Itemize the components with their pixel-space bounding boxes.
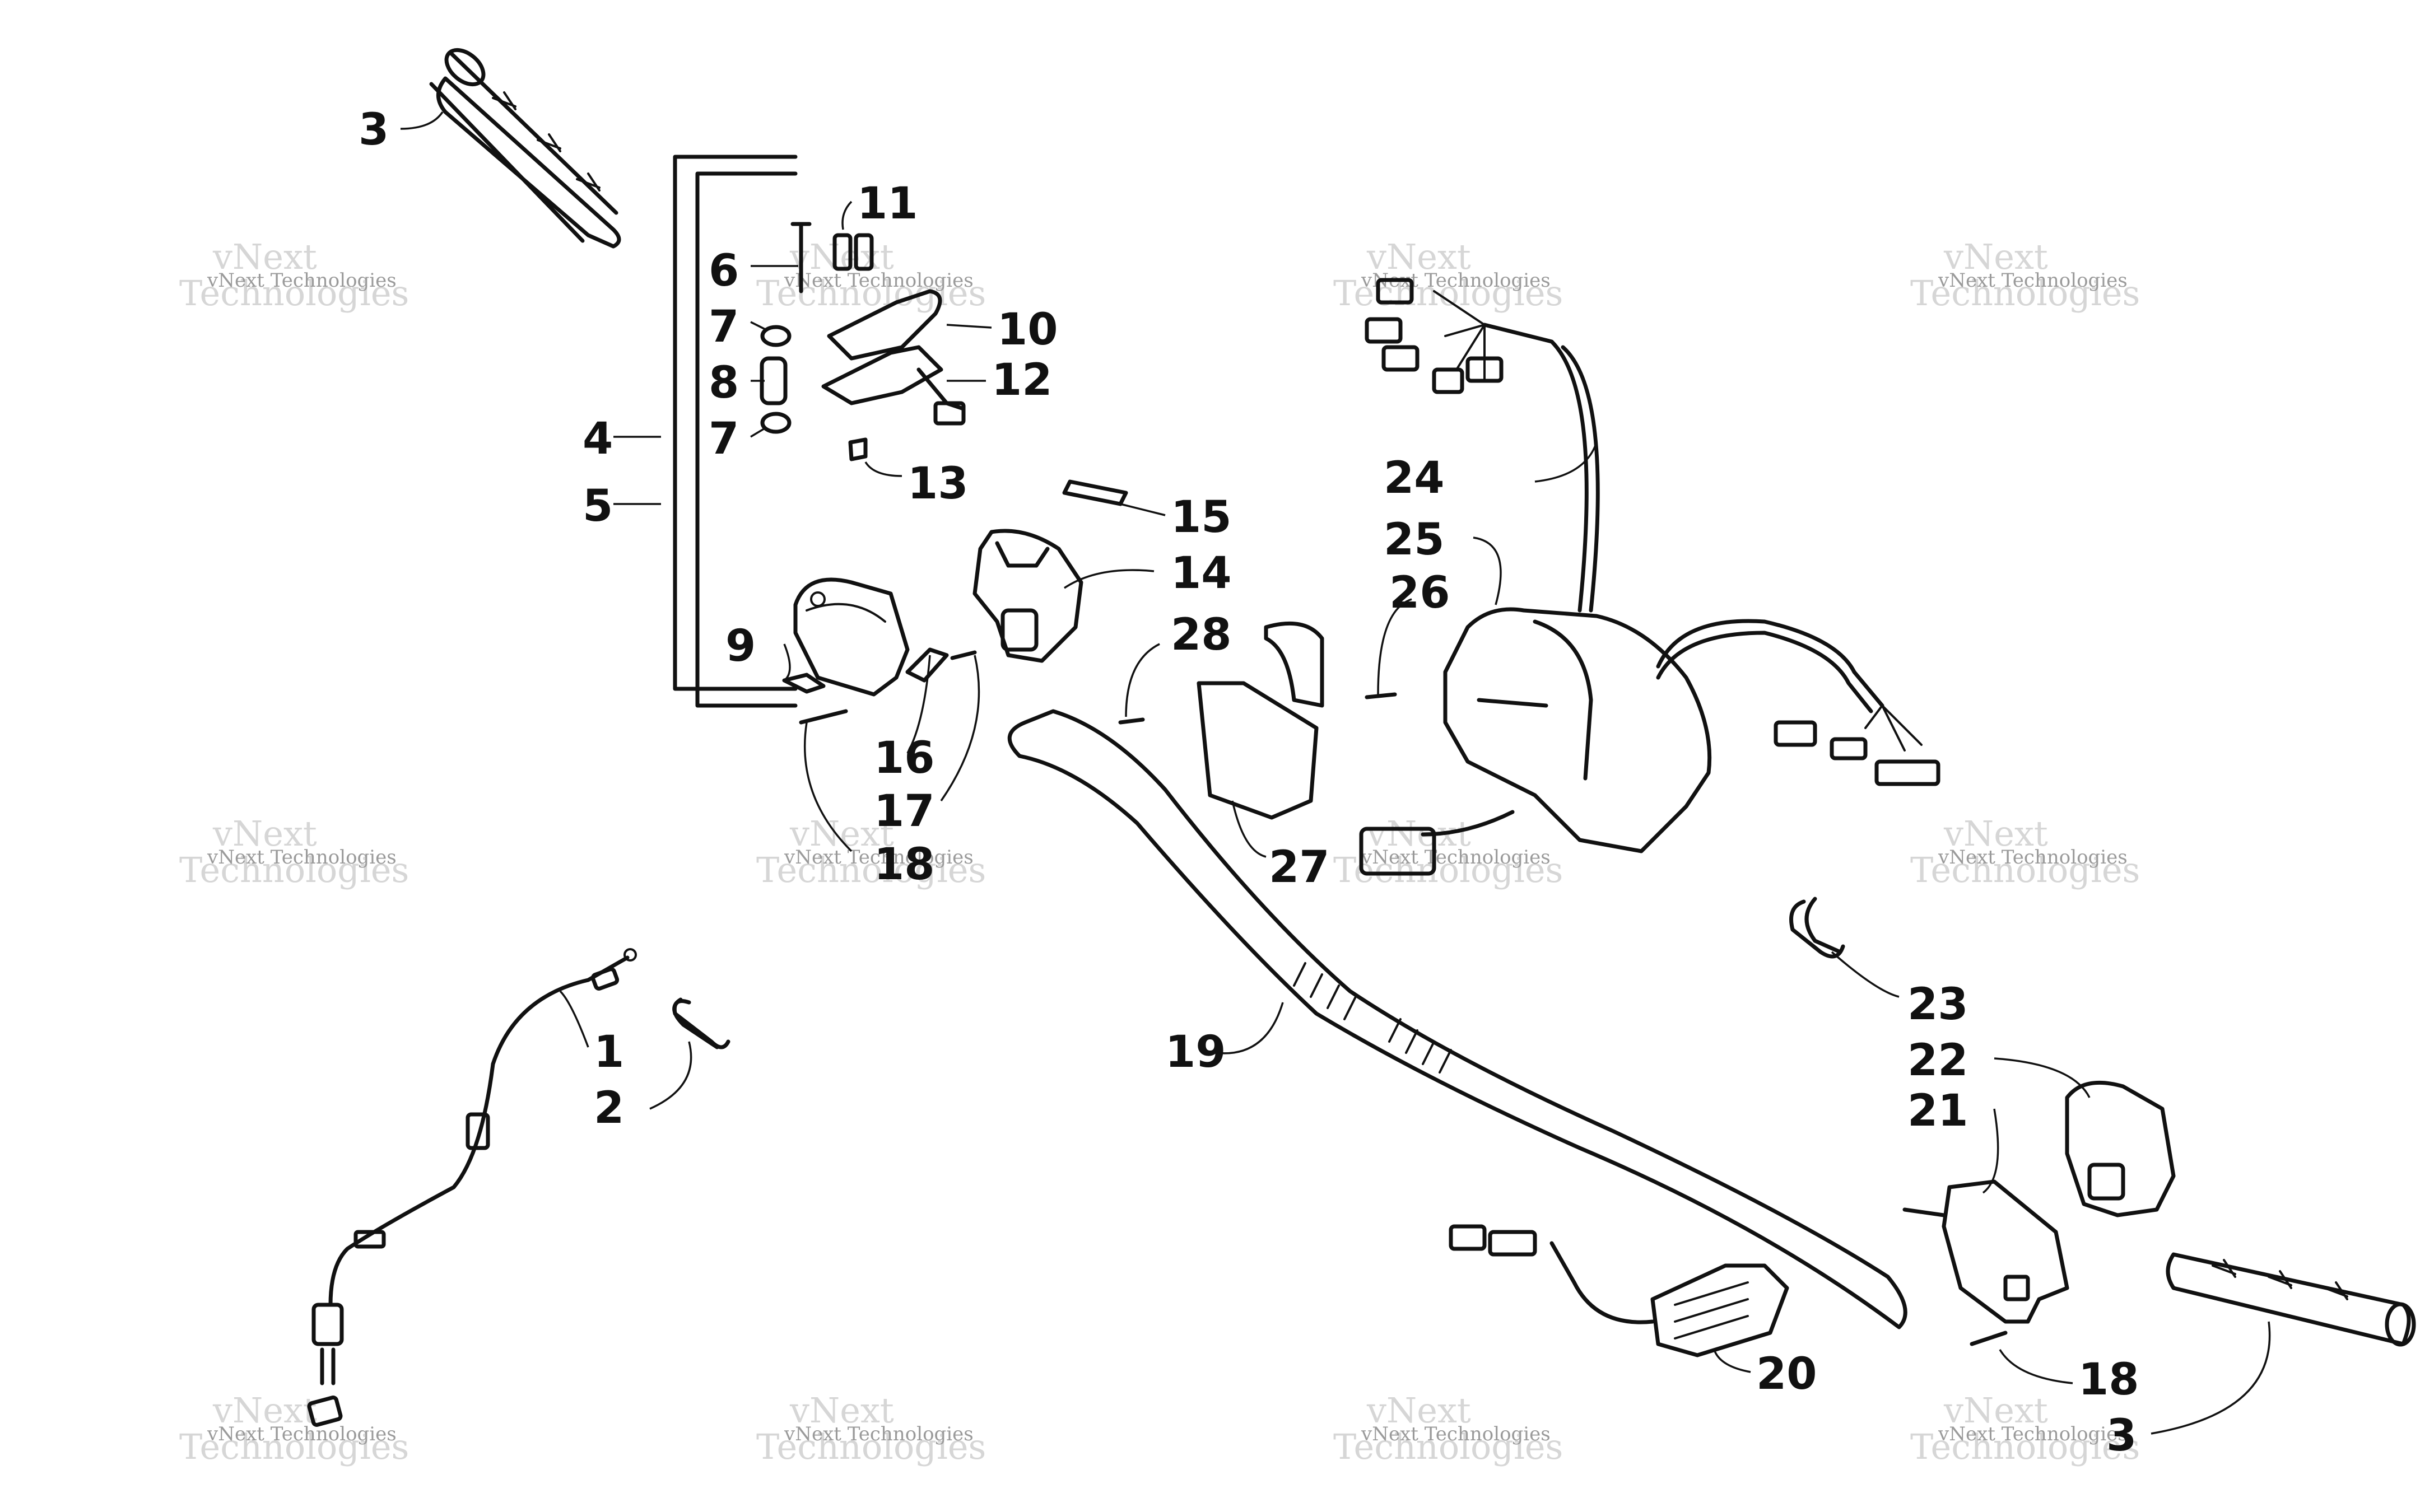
callout-17: 17 xyxy=(874,786,935,837)
kit-bracket xyxy=(673,155,798,708)
watermark-line1: vNext xyxy=(1943,813,2048,854)
watermark-small: vNext Technologies xyxy=(1938,846,2128,869)
watermark-line1: vNext xyxy=(212,813,317,854)
watermark-line2: Technologies xyxy=(1333,850,1563,890)
watermark-line2: Technologies xyxy=(1333,273,1563,314)
watermark: vNext Technologies vNext Technologies xyxy=(179,1390,409,1467)
callout-8: 8 xyxy=(709,358,739,408)
callout-26: 26 xyxy=(1389,568,1450,618)
watermark-line2: Technologies xyxy=(756,273,986,314)
callout-16: 16 xyxy=(874,733,935,783)
watermark-small: vNext Technologies xyxy=(1361,1423,1551,1445)
leader-lines xyxy=(400,111,2271,1435)
callout-2: 2 xyxy=(594,1083,624,1133)
watermark-group: vNext Technologies vNext Technologies vN… xyxy=(179,236,2140,1467)
watermark-line1: vNext xyxy=(212,1390,317,1431)
watermark-line1: vNext xyxy=(789,813,894,854)
watermark-line1: vNext xyxy=(789,1390,894,1431)
callouts: 3 11 6 10 7 8 12 7 4 13 5 15 14 9 16 17 … xyxy=(359,105,2139,1461)
callout-6: 6 xyxy=(709,246,739,296)
watermark: vNext Technologies vNext Technologies xyxy=(756,1390,986,1467)
callout-7-lower: 7 xyxy=(709,414,739,464)
left-grip xyxy=(429,48,621,249)
callout-19: 19 xyxy=(1165,1027,1226,1077)
callout-18-right: 18 xyxy=(2078,1355,2139,1405)
callout-12: 12 xyxy=(992,355,1053,405)
watermark-small: vNext Technologies xyxy=(1938,1423,2128,1445)
watermark: vNext Technologies vNext Technologies xyxy=(756,236,986,314)
callout-15: 15 xyxy=(1171,492,1232,543)
grip-heater-element xyxy=(1449,1224,1789,1357)
handlebar xyxy=(1007,709,1907,1329)
watermark-line2: Technologies xyxy=(1910,1426,2140,1467)
watermark-small: vNext Technologies xyxy=(207,269,397,292)
watermark-small: vNext Technologies xyxy=(784,1423,974,1445)
watermark-line1: vNext xyxy=(1943,1390,2048,1431)
watermark-line1: vNext xyxy=(1943,236,2048,277)
callout-5: 5 xyxy=(583,481,613,531)
callout-23: 23 xyxy=(1907,979,1968,1030)
watermark-line2: Technologies xyxy=(1910,850,2140,890)
callout-13: 13 xyxy=(908,459,969,509)
wire-harness xyxy=(1359,278,1940,876)
callout-10: 10 xyxy=(997,305,1058,355)
watermark: vNext Technologies vNext Technologies xyxy=(179,236,409,314)
callout-24: 24 xyxy=(1384,453,1445,503)
callout-25: 25 xyxy=(1384,515,1445,565)
callout-28: 28 xyxy=(1171,610,1232,660)
watermark: vNext Technologies vNext Technologies xyxy=(1910,813,2140,890)
watermark: vNext Technologies vNext Technologies xyxy=(1333,236,1563,314)
watermark-line1: vNext xyxy=(1366,1390,1471,1431)
callout-14: 14 xyxy=(1171,548,1232,599)
right-grip xyxy=(2166,1252,2416,1347)
throttle-housing xyxy=(782,577,977,725)
watermark: vNext Technologies vNext Technologies xyxy=(1910,1390,2140,1467)
callout-3-right-grip: 3 xyxy=(2106,1411,2137,1461)
callout-21: 21 xyxy=(1907,1086,1968,1136)
left-control-switch xyxy=(972,479,1128,663)
watermark-line2: Technologies xyxy=(1910,273,2140,314)
watermark-line2: Technologies xyxy=(756,1426,986,1467)
watermark: vNext Technologies vNext Technologies xyxy=(1910,236,2140,314)
watermark-line2: Technologies xyxy=(179,273,409,314)
watermark-small: vNext Technologies xyxy=(207,1423,397,1445)
callout-9: 9 xyxy=(725,621,756,671)
throttle-cable xyxy=(307,897,1845,1427)
watermark: vNext Technologies vNext Technologies xyxy=(1333,813,1563,890)
callout-3-left-grip: 3 xyxy=(359,105,389,155)
right-throttle-block xyxy=(1902,1080,2176,1346)
watermark-line2: Technologies xyxy=(179,1426,409,1467)
callout-4: 4 xyxy=(583,414,613,464)
watermark: vNext Technologies vNext Technologies xyxy=(1333,1390,1563,1467)
watermark-line2: Technologies xyxy=(756,850,986,890)
watermark: vNext Technologies vNext Technologies xyxy=(179,813,409,890)
watermark-small: vNext Technologies xyxy=(207,846,397,869)
watermark-line2: Technologies xyxy=(179,850,409,890)
watermark-line1: vNext xyxy=(1366,236,1471,277)
watermark-small: vNext Technologies xyxy=(784,269,974,292)
watermark-line1: vNext xyxy=(212,236,317,277)
callout-20: 20 xyxy=(1756,1349,1817,1399)
watermark: vNext Technologies vNext Technologies xyxy=(756,813,986,890)
callout-1: 1 xyxy=(594,1027,624,1077)
callout-7-upper: 7 xyxy=(709,302,739,352)
watermark-line2: Technologies xyxy=(1333,1426,1563,1467)
callout-11: 11 xyxy=(857,179,918,229)
callout-27: 27 xyxy=(1269,842,1330,893)
watermark-small: vNext Technologies xyxy=(1361,846,1551,869)
watermark-small: vNext Technologies xyxy=(1938,269,2128,292)
watermark-small: vNext Technologies xyxy=(784,846,974,869)
callout-22: 22 xyxy=(1907,1035,1968,1086)
callout-18-left: 18 xyxy=(874,839,935,890)
center-pod xyxy=(1118,607,1712,853)
